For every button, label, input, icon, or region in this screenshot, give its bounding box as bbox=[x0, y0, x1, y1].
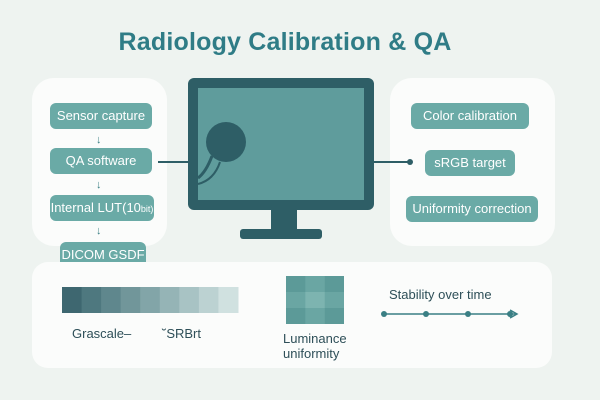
luminance-cell bbox=[305, 308, 325, 324]
luminance-cell bbox=[324, 308, 344, 324]
arrow-down-icon: ↓ bbox=[96, 179, 102, 191]
step-color-calibration: Color calibration bbox=[411, 103, 529, 129]
grayscale-swatch bbox=[179, 287, 200, 313]
grayscale-swatch bbox=[159, 287, 180, 313]
grayscale-swatch bbox=[120, 287, 141, 313]
page-title: Radiology Calibration & QA bbox=[118, 28, 452, 56]
grayscale-swatch bbox=[81, 287, 102, 313]
step-internal-lut-label: Internal LUT(10 bbox=[50, 200, 141, 215]
arrow-right-icon bbox=[509, 309, 519, 319]
grayscale-swatch bbox=[218, 287, 239, 313]
luminance-cell bbox=[286, 292, 306, 309]
uniformity-label: uniformity bbox=[283, 346, 340, 361]
timeline-point bbox=[381, 311, 387, 317]
luminance-cell bbox=[305, 276, 325, 293]
stability-label: Stability over time bbox=[389, 287, 492, 302]
grayscale-swatch bbox=[101, 287, 122, 313]
arrow-down-icon: ↓ bbox=[96, 134, 102, 146]
luminance-cell bbox=[286, 276, 306, 293]
luminance-cell bbox=[286, 308, 306, 324]
connector-dot-icon bbox=[407, 159, 413, 165]
luminance-label: Luminance bbox=[283, 331, 347, 346]
timeline-point bbox=[507, 311, 513, 317]
grayscale-strip bbox=[62, 287, 239, 313]
grayscale-swatch bbox=[140, 287, 161, 313]
timeline-point bbox=[423, 311, 429, 317]
monitor-stand-base bbox=[240, 229, 322, 239]
sensor-cable bbox=[197, 161, 221, 185]
luminance-cell bbox=[324, 276, 344, 293]
arrow-down-icon: ↓ bbox=[96, 225, 102, 237]
luminance-uniformity-icon bbox=[286, 276, 344, 324]
step-internal-lut: Internal LUT(10bit) bbox=[50, 195, 154, 221]
step-sensor-capture: Sensor capture bbox=[50, 103, 152, 129]
step-qa-software: QA software bbox=[50, 148, 152, 174]
timeline-point bbox=[465, 311, 471, 317]
srgb-label: ˘SRBrt bbox=[162, 326, 201, 341]
luminance-cell bbox=[324, 292, 344, 309]
monitor-stand-neck bbox=[271, 206, 297, 232]
stability-timeline bbox=[381, 309, 519, 319]
grayscale-swatch bbox=[198, 287, 219, 313]
luminance-cell bbox=[305, 292, 325, 309]
grayscale-label: Grascale– bbox=[72, 326, 132, 341]
step-srgb-target: sRGB target bbox=[425, 150, 515, 176]
grayscale-swatch bbox=[62, 287, 83, 313]
calibration-sensor-icon bbox=[206, 122, 246, 162]
step-internal-lut-suffix: bit) bbox=[140, 204, 154, 214]
step-uniformity-correction: Uniformity correction bbox=[406, 196, 538, 222]
sensor-cable bbox=[197, 155, 214, 180]
